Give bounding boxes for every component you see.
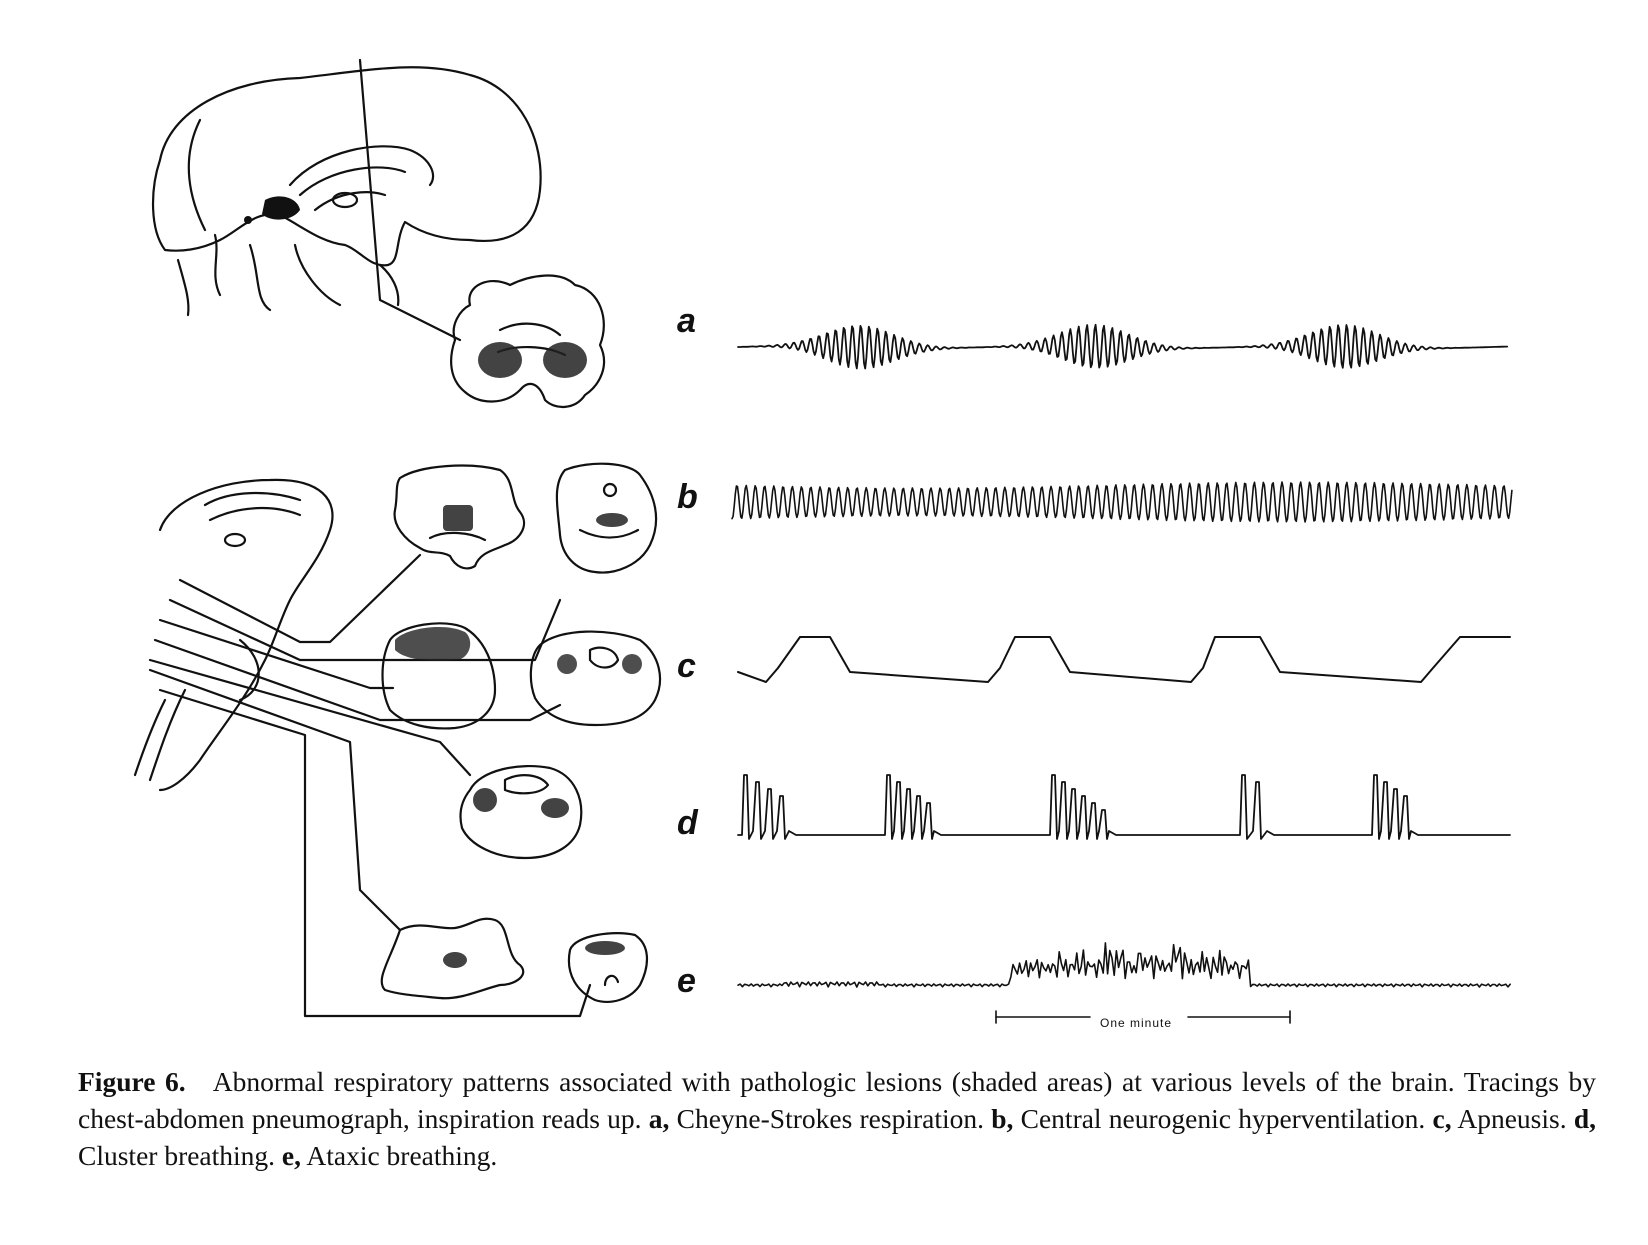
lesion-shading-top (244, 196, 300, 224)
caption-item-letter-e: e, (281, 1140, 302, 1171)
caption-item-letter-c: c, (1432, 1103, 1452, 1134)
caption-item-text-d: Cluster breathing. (78, 1140, 276, 1171)
caption-item-text-c: Apneusis. (1457, 1103, 1567, 1134)
lesion-shading-c-left (395, 626, 471, 661)
brainstem-drawing (133, 478, 592, 1018)
section-c-right (529, 630, 662, 727)
section-d (459, 764, 583, 860)
scale-bar (995, 1010, 1291, 1024)
section-b-right (555, 462, 658, 574)
section-b-left (393, 464, 526, 570)
panel-label-d: d (677, 804, 698, 842)
sagittal-brain-drawing (152, 58, 542, 342)
lesion-shading-c-right (557, 654, 642, 674)
caption-item-letter-b: b, (991, 1103, 1014, 1134)
panel-label-e: e (677, 962, 696, 1000)
caption-item-text-a: Cheyne-Strokes respiration. (676, 1103, 984, 1134)
lesion-shading-b-left (443, 505, 473, 531)
scale-bar-label: One minute (1100, 1016, 1173, 1030)
lesion-shading-d (473, 788, 569, 818)
lesion-shading-e-right (585, 941, 625, 955)
caption-intro: Abnormal respiratory patterns associated… (78, 1066, 1597, 1134)
panel-label-b: b (677, 478, 698, 516)
section-c-left (381, 622, 497, 730)
panel-label-c: c (677, 647, 696, 685)
panel-label-a: a (677, 302, 696, 340)
respiratory-trace-b (731, 481, 1513, 523)
respiratory-trace-d (737, 774, 1511, 840)
lesion-shading-a (478, 342, 587, 378)
caption-item-text-b: Central neurogenic hyperventilation. (1020, 1103, 1426, 1134)
section-e-right (567, 932, 648, 1003)
lesion-shading-e-left (443, 952, 467, 968)
figure-caption: Figure 6. Abnormal respiratory patterns … (78, 1063, 1596, 1174)
respiratory-trace-c (737, 636, 1511, 683)
caption-item-letter-d: d, (1573, 1103, 1597, 1134)
section-e-left (380, 917, 525, 1000)
respiratory-trace-a (737, 323, 1509, 370)
caption-figure-label: Figure 6. (78, 1066, 186, 1097)
respiratory-trace-e (737, 942, 1511, 988)
caption-item-text-e: Ataxic breathing. (306, 1140, 498, 1171)
caption-item-letter-a: a, (648, 1103, 670, 1134)
coronal-section-a (450, 274, 606, 408)
lesion-shading-b-right (596, 513, 628, 527)
